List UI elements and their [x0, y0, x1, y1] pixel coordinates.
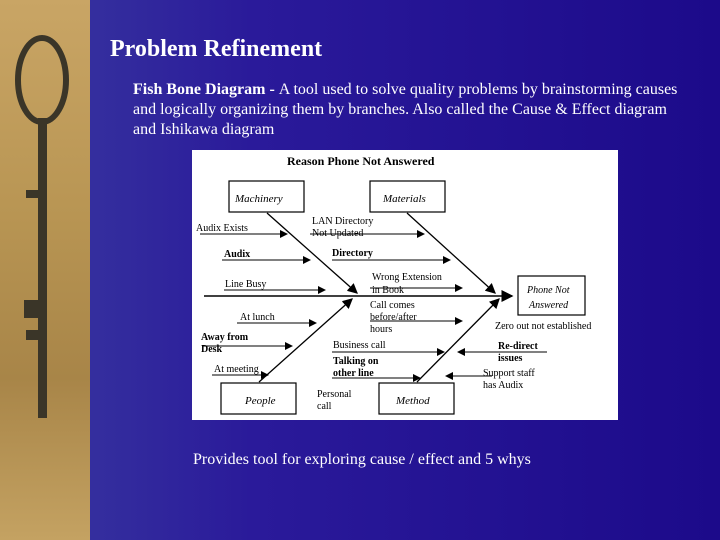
cause-personal-call-1: Personal [317, 389, 352, 400]
fishbone-svg: Reason Phone Not Answered Machinery Mate… [192, 150, 618, 420]
cause-call-comes-2: before/after [370, 312, 417, 323]
cause-talking-on-1: Talking on [333, 356, 379, 367]
cause-call-comes-1: Call comes [370, 300, 415, 311]
effect-line-1: Phone Not [526, 285, 570, 296]
cause-business-call: Business call [333, 340, 386, 351]
machinery-label: Machinery [234, 193, 283, 205]
diagram-title: Reason Phone Not Answered [287, 154, 435, 168]
cause-at-meeting: At meeting [214, 364, 259, 375]
decorative-key-image [0, 0, 90, 540]
materials-label: Materials [382, 193, 426, 205]
cause-wrong-extension-2: in Book [372, 285, 404, 296]
cause-personal-call-2: call [317, 401, 332, 412]
cause-redirect-1: Re-direct [498, 341, 538, 352]
cause-at-lunch: At lunch [240, 312, 275, 323]
effect-line-2: Answered [528, 300, 569, 311]
slide-footer-text: Provides tool for exploring cause / effe… [193, 451, 531, 469]
cause-lan-directory-1: LAN Directory [312, 216, 373, 227]
cause-away-from-desk-1: Away from [201, 332, 249, 343]
cause-support-staff-1: Support staff [483, 368, 535, 379]
cause-talking-on-2: other line [333, 368, 374, 379]
cause-audix-exists: Audix Exists [196, 223, 248, 234]
cause-line-busy: Line Busy [225, 279, 266, 290]
cause-zero-out: Zero out not established [495, 321, 591, 332]
people-label: People [244, 395, 276, 407]
cause-wrong-extension-1: Wrong Extension [372, 272, 442, 283]
cause-away-from-desk-2: Desk [201, 344, 223, 355]
fishbone-diagram: Reason Phone Not Answered Machinery Mate… [192, 150, 618, 420]
slide-description: Fish Bone Diagram - A tool used to solve… [133, 80, 693, 140]
slide-title: Problem Refinement [110, 36, 322, 63]
cause-audix: Audix [224, 249, 250, 260]
cause-call-comes-3: hours [370, 324, 392, 335]
cause-directory: Directory [332, 248, 373, 259]
method-label: Method [395, 395, 430, 407]
cause-support-staff-2: has Audix [483, 380, 523, 391]
cause-lan-directory-2: Not Updated [312, 228, 363, 239]
cause-redirect-2: issues [498, 353, 523, 364]
description-term: Fish Bone Diagram - [133, 81, 279, 98]
key-icon [0, 0, 90, 540]
